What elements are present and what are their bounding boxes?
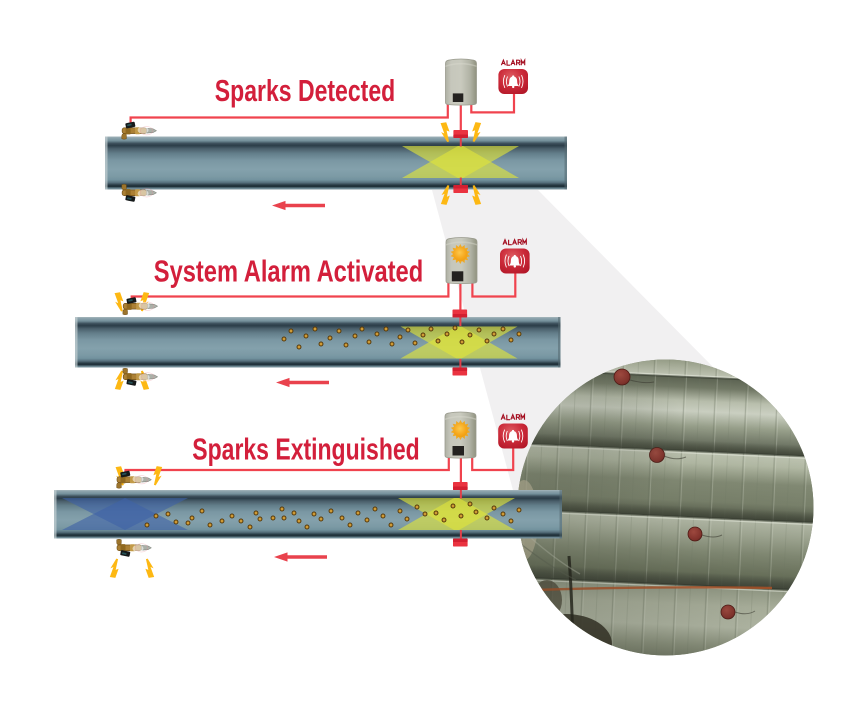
svg-text:Sparks Detected: Sparks Detected [215,74,395,108]
svg-text:System Alarm Activated: System Alarm Activated [154,254,423,289]
svg-text:Sparks Extinguished: Sparks Extinguished [192,432,419,466]
